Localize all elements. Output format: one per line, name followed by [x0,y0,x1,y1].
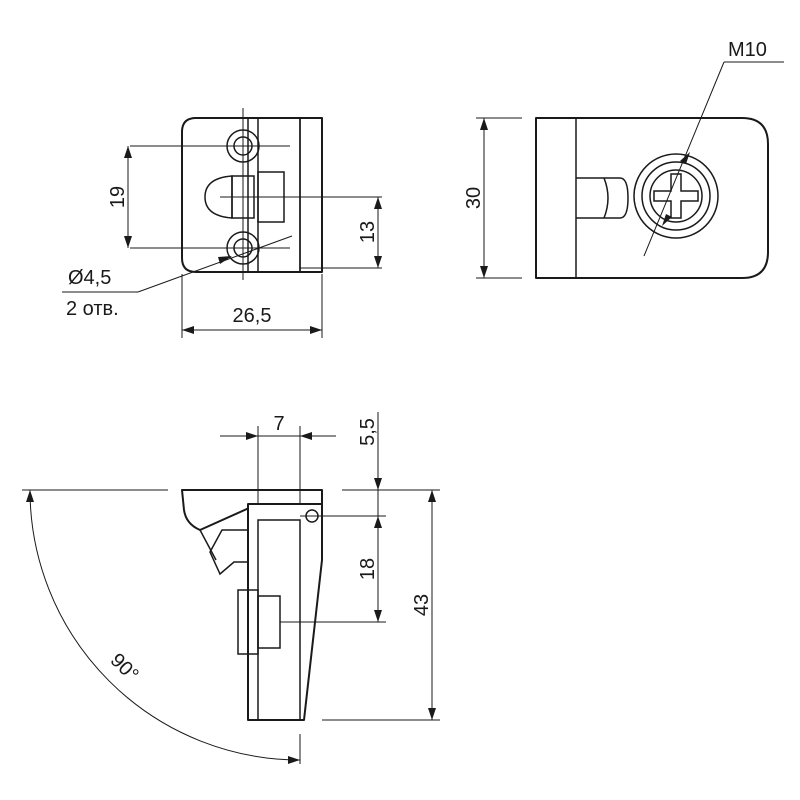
hole-diameter-label: Ø4,5 [68,267,111,289]
front-screw-head [204,175,233,219]
profile-body [247,503,323,721]
dim-width-label: 26,5 [233,305,272,327]
dim-total-height-label: 43 [411,594,433,616]
dim-screw-offset-label: 13 [357,221,379,243]
dim-hole-spacing-label: 19 [107,186,129,208]
side-view: 30 M10 [463,39,784,279]
dim-top-width-label: 7 [273,413,284,435]
front-body-outline [181,117,323,273]
front-view: 19 13 26,5 Ø4,5 2 отв. [62,108,382,338]
dim-top-offset-label: 5,5 [357,418,379,446]
dim-height-label: 30 [463,187,485,209]
profile-view: 7 5,5 18 43 90° [22,412,440,764]
dim-hole-depth-label: 18 [357,558,379,580]
side-screw-head [633,153,719,239]
phillips-cross-icon [653,173,699,219]
hole-count-label: 2 отв. [66,298,119,320]
side-body-outline [535,117,769,279]
thread-size-label: M10 [728,39,767,61]
profile-hook [209,529,248,576]
swing-angle-label: 90° [106,649,143,686]
side-slot [576,177,629,219]
swing-arc [29,489,301,761]
